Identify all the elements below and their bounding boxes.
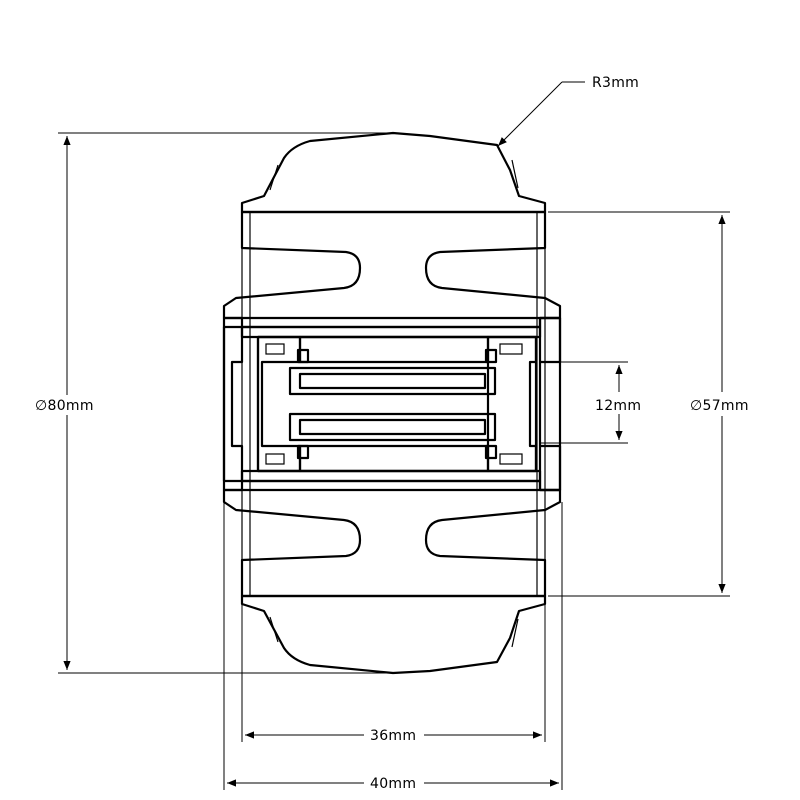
bore-housing (222, 316, 562, 492)
radius-label: R3mm (592, 75, 639, 91)
bore-dimension: 12mm (540, 361, 641, 444)
hub-web (241, 212, 546, 596)
bore-label: 12mm (595, 398, 641, 414)
tyre-top-section (240, 131, 547, 214)
radius-dimension: R3mm (497, 75, 639, 147)
hub-width-label: 40mm (370, 776, 416, 792)
rim-top-section (222, 210, 562, 329)
rim-bottom-section (222, 479, 562, 598)
needle-bearing (256, 335, 538, 473)
tread-width-dimension: 36mm (241, 596, 546, 744)
outer-diameter-dimension: ∅80mm (35, 132, 393, 674)
inner-diameter-dimension: ∅57mm (548, 211, 749, 597)
outer-diameter-label: ∅80mm (35, 398, 94, 414)
tread-width-label: 36mm (370, 728, 416, 744)
inner-diameter-label: ∅57mm (690, 398, 749, 414)
hub-width-dimension: 40mm (223, 502, 563, 792)
tyre-bottom-section (240, 594, 547, 675)
